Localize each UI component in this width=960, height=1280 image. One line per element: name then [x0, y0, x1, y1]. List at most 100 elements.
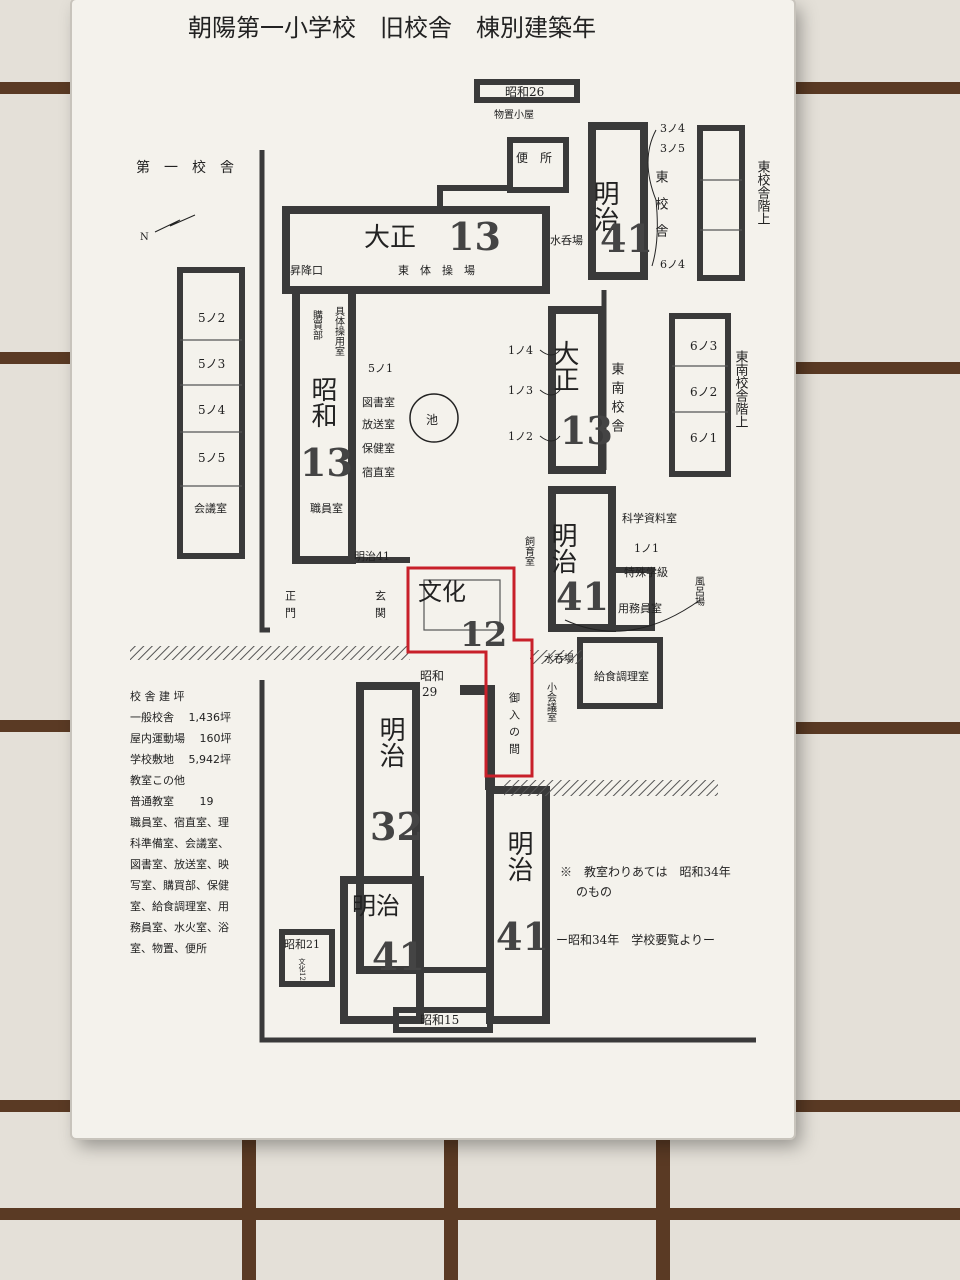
building-stats-legend: 校 舎 建 坪 一般校舎 1,436坪 屋内運動場 160坪 学校敷地 5,94… — [130, 686, 250, 959]
label-equipment: 具体操用室 — [333, 306, 345, 356]
legend-line: 一般校舎 1,436坪 — [130, 711, 231, 724]
label-water-2: 水呑場 — [544, 652, 574, 665]
label-meiji-east: 明治 — [589, 180, 619, 232]
label-r11: 1ノ1 — [634, 542, 659, 555]
label-bunka: 文化 — [418, 578, 466, 606]
label-toilet: 便 所 — [516, 151, 552, 165]
label-meiji-southwest: 明治 — [352, 892, 400, 920]
label-showa29-b: 29 — [422, 685, 437, 699]
label-41-southwest: 41 — [372, 934, 425, 979]
label-showa15: 昭和15 — [420, 1013, 459, 1027]
legend-line: 写室、購買部、保健 — [130, 879, 229, 892]
label-meiji-south: 明治 — [503, 830, 533, 882]
label-taisho-north: 大正 — [364, 223, 416, 253]
label-showa29-a: 昭和 — [420, 669, 444, 683]
label-showa21: 昭和21 — [284, 938, 320, 951]
wood-rail-right-2 — [794, 362, 960, 374]
note-line-3: ー昭和34年 学校要覧よりー — [556, 932, 715, 947]
label-bunka12-small: 文化12 — [298, 957, 306, 981]
label-showa26: 昭和26 — [505, 85, 544, 99]
label-r63: 6ノ3 — [690, 339, 717, 353]
label-purchase: 購買部 — [311, 309, 323, 341]
label-east-gym: 東 体 操 場 — [398, 263, 475, 277]
label-broadcast: 放送室 — [362, 417, 395, 431]
label-staff-room: 職員室 — [310, 501, 343, 515]
wood-rail-left-3 — [0, 720, 72, 732]
east-upper-floor — [697, 125, 745, 281]
label-r53: 5ノ3 — [198, 357, 225, 371]
label-lift: 昇降口 — [290, 263, 323, 277]
label-goiri: 御入の間 — [508, 691, 521, 760]
label-r35: 3ノ5 — [660, 142, 685, 155]
label-storage-hut: 物置小屋 — [494, 108, 534, 121]
map-title: 朝陽第一小学校 旧校舎 棟別建築年 — [188, 14, 596, 42]
legend-line: 普通教室 19 — [130, 795, 214, 808]
pond — [409, 393, 459, 443]
legend-line: 教室この他 — [130, 774, 185, 787]
kitchen-building — [577, 637, 663, 709]
legend-line: 学校敷地 5,942坪 — [130, 753, 231, 766]
label-main-gate: 正門 — [284, 590, 297, 624]
label-r51: 5ノ1 — [368, 362, 393, 375]
southeast-upper-floor — [669, 313, 731, 477]
label-13-north: 13 — [448, 214, 501, 259]
label-taisho-southeast: 大正 — [549, 340, 579, 392]
label-r14: 1ノ4 — [508, 344, 533, 357]
label-special-class: 特殊学級 — [624, 565, 668, 579]
showa26-building — [474, 79, 580, 103]
wood-rail-left-2 — [0, 352, 72, 364]
label-east-upper: 東校舎階上 — [755, 159, 771, 225]
legend-line: 室、給食調理室、用 — [130, 900, 229, 913]
meiji41-east-building — [588, 122, 648, 280]
toilet-building — [507, 137, 569, 193]
wood-post-2 — [444, 1138, 458, 1280]
label-small-meeting: 小会議室 — [545, 682, 557, 722]
label-east-building: 東校舎 — [653, 169, 669, 251]
label-pond: 池 — [426, 413, 438, 427]
label-r64: 6ノ4 — [660, 258, 685, 271]
bunka12-highlight — [406, 566, 534, 778]
label-r52: 5ノ2 — [198, 311, 225, 325]
legend-line: 職員室、宿直室、理 — [130, 816, 229, 829]
meiji41-south-building — [486, 786, 550, 1024]
label-showa-west: 昭和 — [307, 376, 337, 428]
label-north: N — [140, 232, 149, 243]
legend-line: 室、物置、便所 — [130, 942, 207, 955]
wood-rail-right-1 — [794, 82, 960, 94]
label-32: 32 — [370, 804, 423, 849]
label-library: 図書室 — [362, 395, 395, 409]
label-r61: 6ノ1 — [690, 431, 717, 445]
legend-line: 屋内運動場 160坪 — [130, 732, 232, 745]
wood-rail-bottom — [0, 1208, 960, 1220]
label-41-east: 41 — [600, 216, 653, 261]
label-bath: 風呂場 — [693, 576, 705, 607]
label-first-building: 第 一 校 舎 — [136, 159, 234, 176]
legend-line: 図書室、放送室、映 — [130, 858, 229, 871]
label-r54: 5ノ4 — [198, 403, 226, 417]
label-r34: 3ノ4 — [660, 122, 685, 135]
label-r13: 1ノ3 — [508, 384, 533, 397]
label-r55: 5ノ5 — [198, 451, 225, 465]
label-12: 12 — [460, 615, 507, 655]
wood-post-1 — [242, 1138, 256, 1280]
wood-rail-right-3 — [794, 722, 960, 734]
wood-rail-left-1 — [0, 82, 72, 94]
meiji41-southwest-building — [340, 876, 424, 1024]
label-41-southeast: 41 — [556, 574, 609, 619]
showa15-building — [393, 1007, 493, 1033]
wood-post-3 — [656, 1138, 670, 1280]
first-school-building — [177, 267, 245, 559]
label-r12: 1ノ2 — [508, 430, 533, 443]
note-line-2: のもの — [576, 885, 612, 899]
wood-rail-left-4 — [0, 1100, 72, 1112]
label-meiji41-small: 明治41 — [354, 549, 390, 563]
legend-line: 校 舎 建 坪 — [130, 690, 185, 703]
label-13-west: 13 — [300, 440, 353, 485]
legend-line: 科準備室、会議室、 — [130, 837, 229, 850]
label-r62: 6ノ2 — [690, 385, 717, 399]
wood-rail-right-4 — [794, 1100, 960, 1112]
legend-line: 務員室、水火室、浴 — [130, 921, 229, 934]
showa13-west-building — [292, 290, 356, 564]
label-health: 保健室 — [362, 441, 395, 455]
